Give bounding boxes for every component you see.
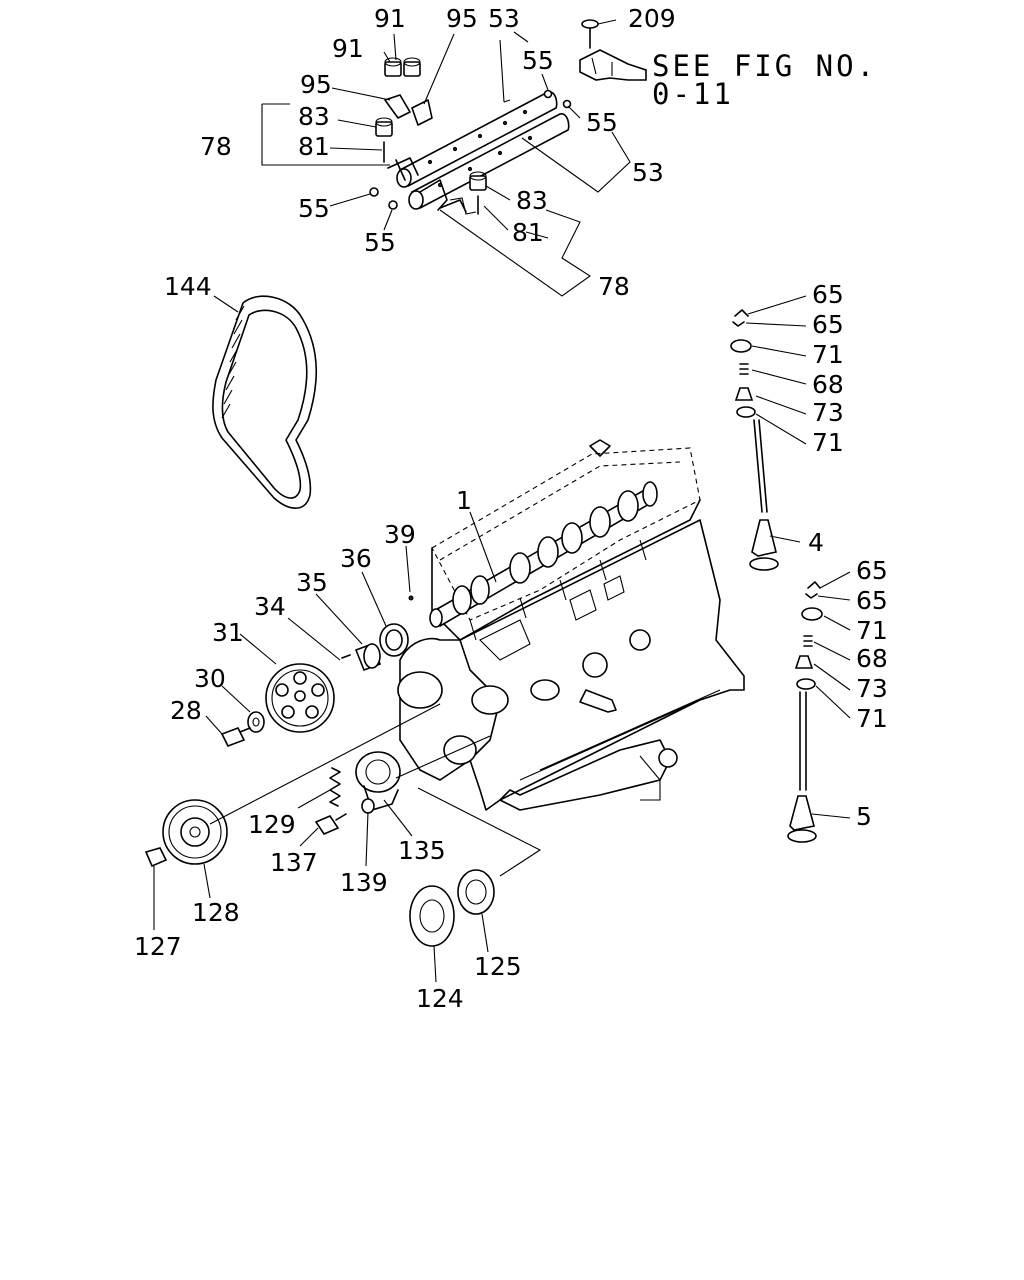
camshaft-pulley-group <box>220 595 414 748</box>
label-78-right: 78 <box>598 272 630 301</box>
see-fig-number: 0-11 <box>652 77 734 111</box>
label-34: 34 <box>254 592 286 621</box>
label-125: 125 <box>474 952 522 981</box>
rocker-shaft-assembly <box>369 57 572 215</box>
timing-belt <box>212 295 318 509</box>
label-81-upper: 81 <box>298 132 330 161</box>
callout-labels: 209 91 91 95 95 53 53 55 55 55 55 83 83 … <box>134 4 888 1013</box>
label-144: 144 <box>164 272 212 301</box>
label-65-d: 65 <box>856 586 888 615</box>
label-71-c: 71 <box>856 616 888 645</box>
label-73-a: 73 <box>812 398 844 427</box>
label-83-lower: 83 <box>516 186 548 215</box>
label-53-top: 53 <box>488 4 520 33</box>
label-36: 36 <box>340 544 372 573</box>
oil-pipe-fitting <box>579 19 647 81</box>
label-81-lower: 81 <box>512 218 544 247</box>
label-71-a: 71 <box>812 340 844 369</box>
label-65-a: 65 <box>812 280 844 309</box>
label-83-upper: 83 <box>298 102 330 131</box>
label-65-c: 65 <box>856 556 888 585</box>
label-139: 139 <box>340 868 388 897</box>
label-28: 28 <box>170 696 202 725</box>
label-73-b: 73 <box>856 674 888 703</box>
label-91-top: 91 <box>374 4 406 33</box>
label-209: 209 <box>628 4 676 33</box>
label-137: 137 <box>270 848 318 877</box>
label-71-d: 71 <box>856 704 888 733</box>
crankshaft-pulley-group <box>144 751 495 947</box>
label-55-right: 55 <box>586 108 618 137</box>
label-1: 1 <box>456 486 472 515</box>
label-127: 127 <box>134 932 182 961</box>
camshaft <box>429 481 658 628</box>
label-55-left: 55 <box>298 194 330 223</box>
label-65-b: 65 <box>812 310 844 339</box>
label-71-b: 71 <box>812 428 844 457</box>
label-30: 30 <box>194 664 226 693</box>
label-95-left: 95 <box>300 70 332 99</box>
label-53-right: 53 <box>632 158 664 187</box>
label-35: 35 <box>296 568 328 597</box>
label-124: 124 <box>416 984 464 1013</box>
intake-valve-parts <box>730 309 779 571</box>
label-68-b: 68 <box>856 644 888 673</box>
label-91-left: 91 <box>332 34 364 63</box>
label-55-top: 55 <box>522 46 554 75</box>
label-31: 31 <box>212 618 244 647</box>
engine-block <box>397 439 745 811</box>
label-68-a: 68 <box>812 370 844 399</box>
label-135: 135 <box>398 836 446 865</box>
label-39: 39 <box>384 520 416 549</box>
label-55-bottom: 55 <box>364 228 396 257</box>
label-95-top: 95 <box>446 4 478 33</box>
see-fig-text: SEE FIG NO. <box>652 49 877 83</box>
leader-lines <box>153 19 851 983</box>
see-figure-note: SEE FIG NO. 0-11 <box>652 49 877 111</box>
label-5: 5 <box>856 802 872 831</box>
label-129: 129 <box>248 810 296 839</box>
label-128: 128 <box>192 898 240 927</box>
label-4: 4 <box>808 528 824 557</box>
label-78-left: 78 <box>200 132 232 161</box>
exhaust-valve-parts <box>787 581 823 843</box>
